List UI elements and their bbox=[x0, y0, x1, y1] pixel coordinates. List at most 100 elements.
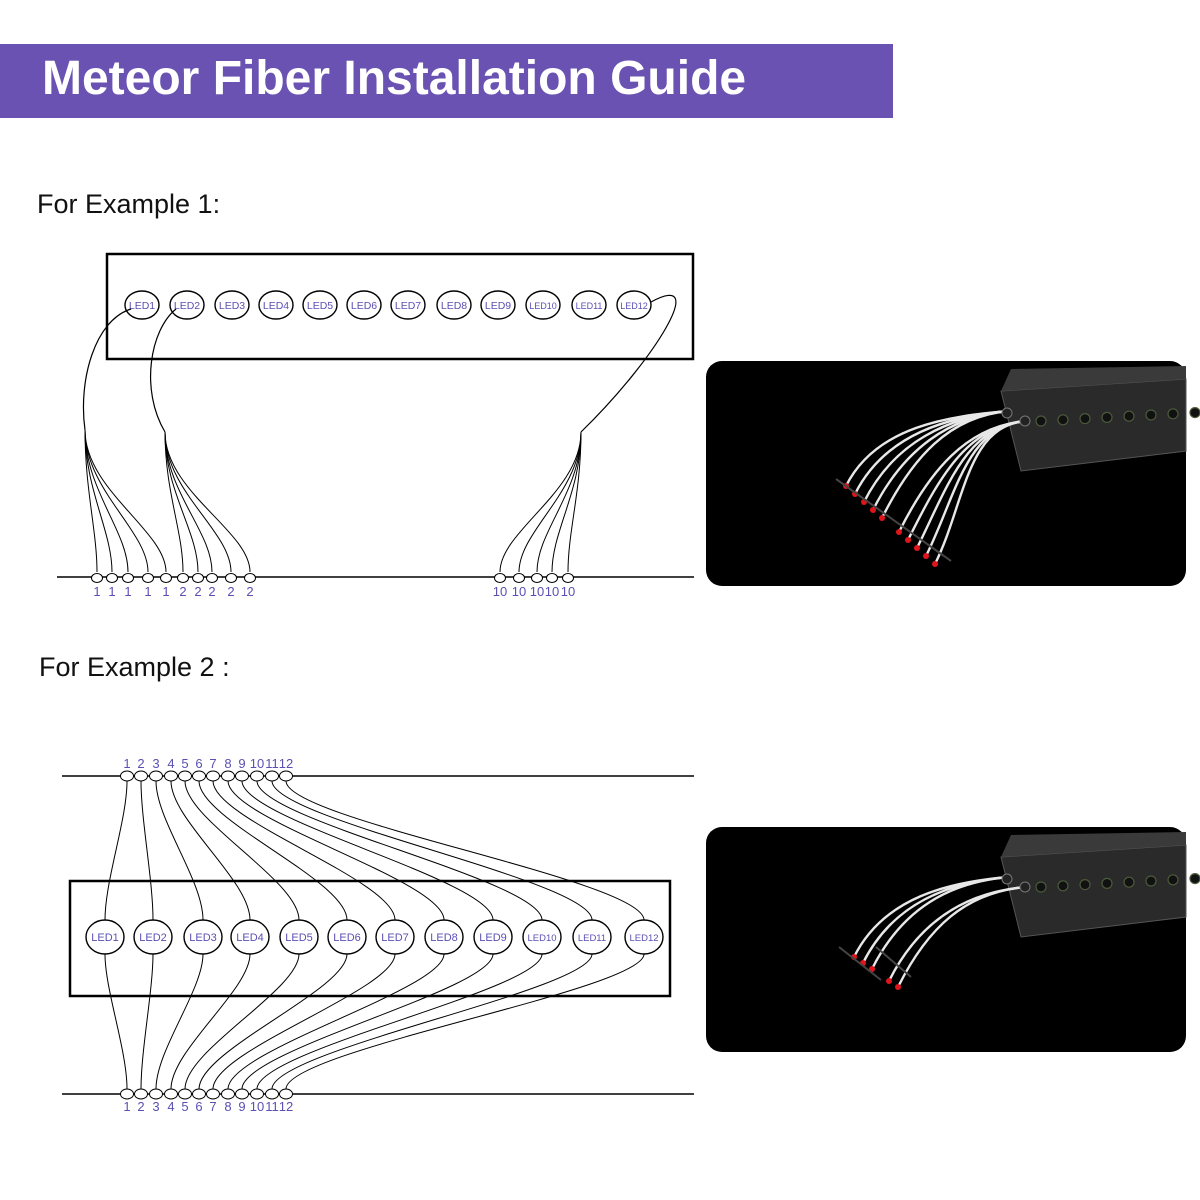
example1-led-port bbox=[302, 290, 338, 320]
light-engine-port bbox=[1145, 409, 1157, 421]
example2-top-fiber-end bbox=[164, 770, 178, 782]
fiber-connector bbox=[1001, 407, 1013, 419]
example2-led-port bbox=[183, 919, 223, 955]
example1-fiber-end bbox=[546, 573, 558, 583]
example2-led-port bbox=[85, 919, 125, 955]
example2-fiber-top bbox=[271, 780, 593, 921]
light-engine-port bbox=[1189, 407, 1200, 419]
example1-pin-label: 10 bbox=[545, 584, 559, 599]
example2-led-label: LED2 bbox=[139, 932, 167, 944]
example2-fiber-bottom bbox=[212, 953, 396, 1090]
example2-top-fiber-end bbox=[206, 770, 220, 782]
example2-fiber-top bbox=[212, 780, 396, 921]
example1-led-label: LED1 bbox=[129, 300, 155, 312]
light-engine-port bbox=[1167, 408, 1179, 420]
example1-fiber-end bbox=[513, 573, 525, 583]
light-engine-port bbox=[1167, 874, 1179, 886]
example1-fiber-end bbox=[91, 573, 103, 583]
light-engine-port bbox=[1035, 415, 1047, 427]
example2-fiber-bottom bbox=[170, 953, 251, 1090]
example1-fiber bbox=[84, 429, 149, 573]
example1-pin-label: 2 bbox=[208, 584, 215, 599]
fiber-strand bbox=[870, 875, 1010, 970]
example2-top-fiber-end bbox=[120, 770, 134, 782]
example1-fiber-end bbox=[177, 573, 189, 583]
example1-fiber-end bbox=[122, 573, 134, 583]
light-engine-box bbox=[1000, 378, 1187, 472]
example2-led-port bbox=[230, 919, 270, 955]
example1-led-port bbox=[525, 290, 561, 320]
example2-led-port bbox=[375, 919, 415, 955]
example2-led-port bbox=[133, 919, 173, 955]
example1-pin-label: 1 bbox=[162, 584, 169, 599]
fiber-connector bbox=[1019, 415, 1031, 427]
example2-bottom-fiber-end bbox=[134, 1088, 148, 1100]
fiber-strand bbox=[880, 409, 1010, 519]
example1-led-label: LED11 bbox=[576, 301, 603, 311]
example1-pin-label: 2 bbox=[179, 584, 186, 599]
example2-led-label: LED11 bbox=[578, 933, 606, 944]
light-engine-port bbox=[1079, 878, 1091, 891]
example1-led-port bbox=[214, 290, 250, 320]
example1-led-port bbox=[258, 290, 294, 320]
example2-top-fiber-end bbox=[250, 770, 264, 782]
example1-fiber bbox=[499, 431, 582, 573]
fiber-tip bbox=[870, 507, 876, 513]
example1-led-port bbox=[346, 290, 382, 320]
example2-fiber-top bbox=[256, 780, 543, 921]
example1-led-label: LED9 bbox=[485, 300, 511, 312]
example1-light-engine-box bbox=[105, 252, 695, 361]
light-engine-port bbox=[1189, 873, 1200, 885]
example2-led-label: LED5 bbox=[285, 932, 313, 944]
light-engine-port bbox=[1035, 881, 1047, 893]
example2-bottom-pin-label: 8 bbox=[224, 1099, 231, 1114]
example2-led-label: LED1 bbox=[91, 932, 119, 944]
example2-top-pin-label: 3 bbox=[152, 756, 159, 771]
mounting-rod bbox=[838, 946, 882, 981]
example2-led-port bbox=[279, 919, 319, 955]
example1-fiber bbox=[551, 431, 582, 573]
example2-top-fiber-end bbox=[221, 770, 235, 782]
example2-fiber-top bbox=[104, 780, 128, 921]
product-photo-1 bbox=[706, 361, 1200, 586]
example2-bottom-fiber-end bbox=[120, 1088, 134, 1100]
example2-led-label: LED8 bbox=[430, 932, 458, 944]
example2-fiber-bottom bbox=[256, 953, 543, 1090]
example1-fiber-end bbox=[531, 573, 543, 583]
light-engine-box bbox=[1000, 844, 1187, 938]
light-engine-port bbox=[1123, 410, 1135, 422]
example1-pin-label: 1 bbox=[93, 584, 100, 599]
example2-fiber-bottom bbox=[104, 953, 128, 1090]
mounting-rod bbox=[875, 946, 912, 978]
example1-fiber bbox=[84, 429, 167, 573]
example1-pin-label: 10 bbox=[512, 584, 526, 599]
example2-top-fiber-end bbox=[279, 770, 293, 782]
example1-pin-label: 10 bbox=[530, 584, 544, 599]
example1-pin-label: 1 bbox=[108, 584, 115, 599]
example1-fiber bbox=[164, 431, 213, 573]
example2-led-port bbox=[473, 919, 513, 955]
example2-heading: For Example 2 : bbox=[39, 652, 230, 682]
example2-bottom-fiber-end bbox=[178, 1088, 192, 1100]
example2-fiber-top bbox=[170, 780, 251, 921]
example1-led-label: LED3 bbox=[219, 300, 245, 312]
example1-fiber-end bbox=[225, 573, 237, 583]
example2-bottom-fiber-end bbox=[265, 1088, 279, 1100]
example2-bottom-fiber-end bbox=[250, 1088, 264, 1100]
example2-top-pin-label: 11 bbox=[265, 756, 279, 771]
example1-fiber bbox=[567, 431, 582, 573]
example2-bottom-fiber-end bbox=[235, 1088, 249, 1100]
example2-bottom-fiber-end bbox=[192, 1088, 206, 1100]
example2-bottom-fiber-end bbox=[279, 1088, 293, 1100]
light-engine-port bbox=[1057, 414, 1069, 426]
light-engine-top bbox=[1001, 832, 1186, 857]
example1-pin-label: 2 bbox=[246, 584, 253, 599]
example1-led-label: LED7 bbox=[395, 300, 421, 312]
example2-bottom-pin-label: 11 bbox=[265, 1099, 279, 1114]
example2-bottom-pin-label: 12 bbox=[279, 1099, 293, 1114]
example2-fiber-top bbox=[227, 780, 445, 921]
example2-top-fiber-end bbox=[134, 770, 148, 782]
example1-led-label: LED6 bbox=[351, 300, 377, 312]
example2-bottom-pin-label: 1 bbox=[123, 1099, 130, 1114]
